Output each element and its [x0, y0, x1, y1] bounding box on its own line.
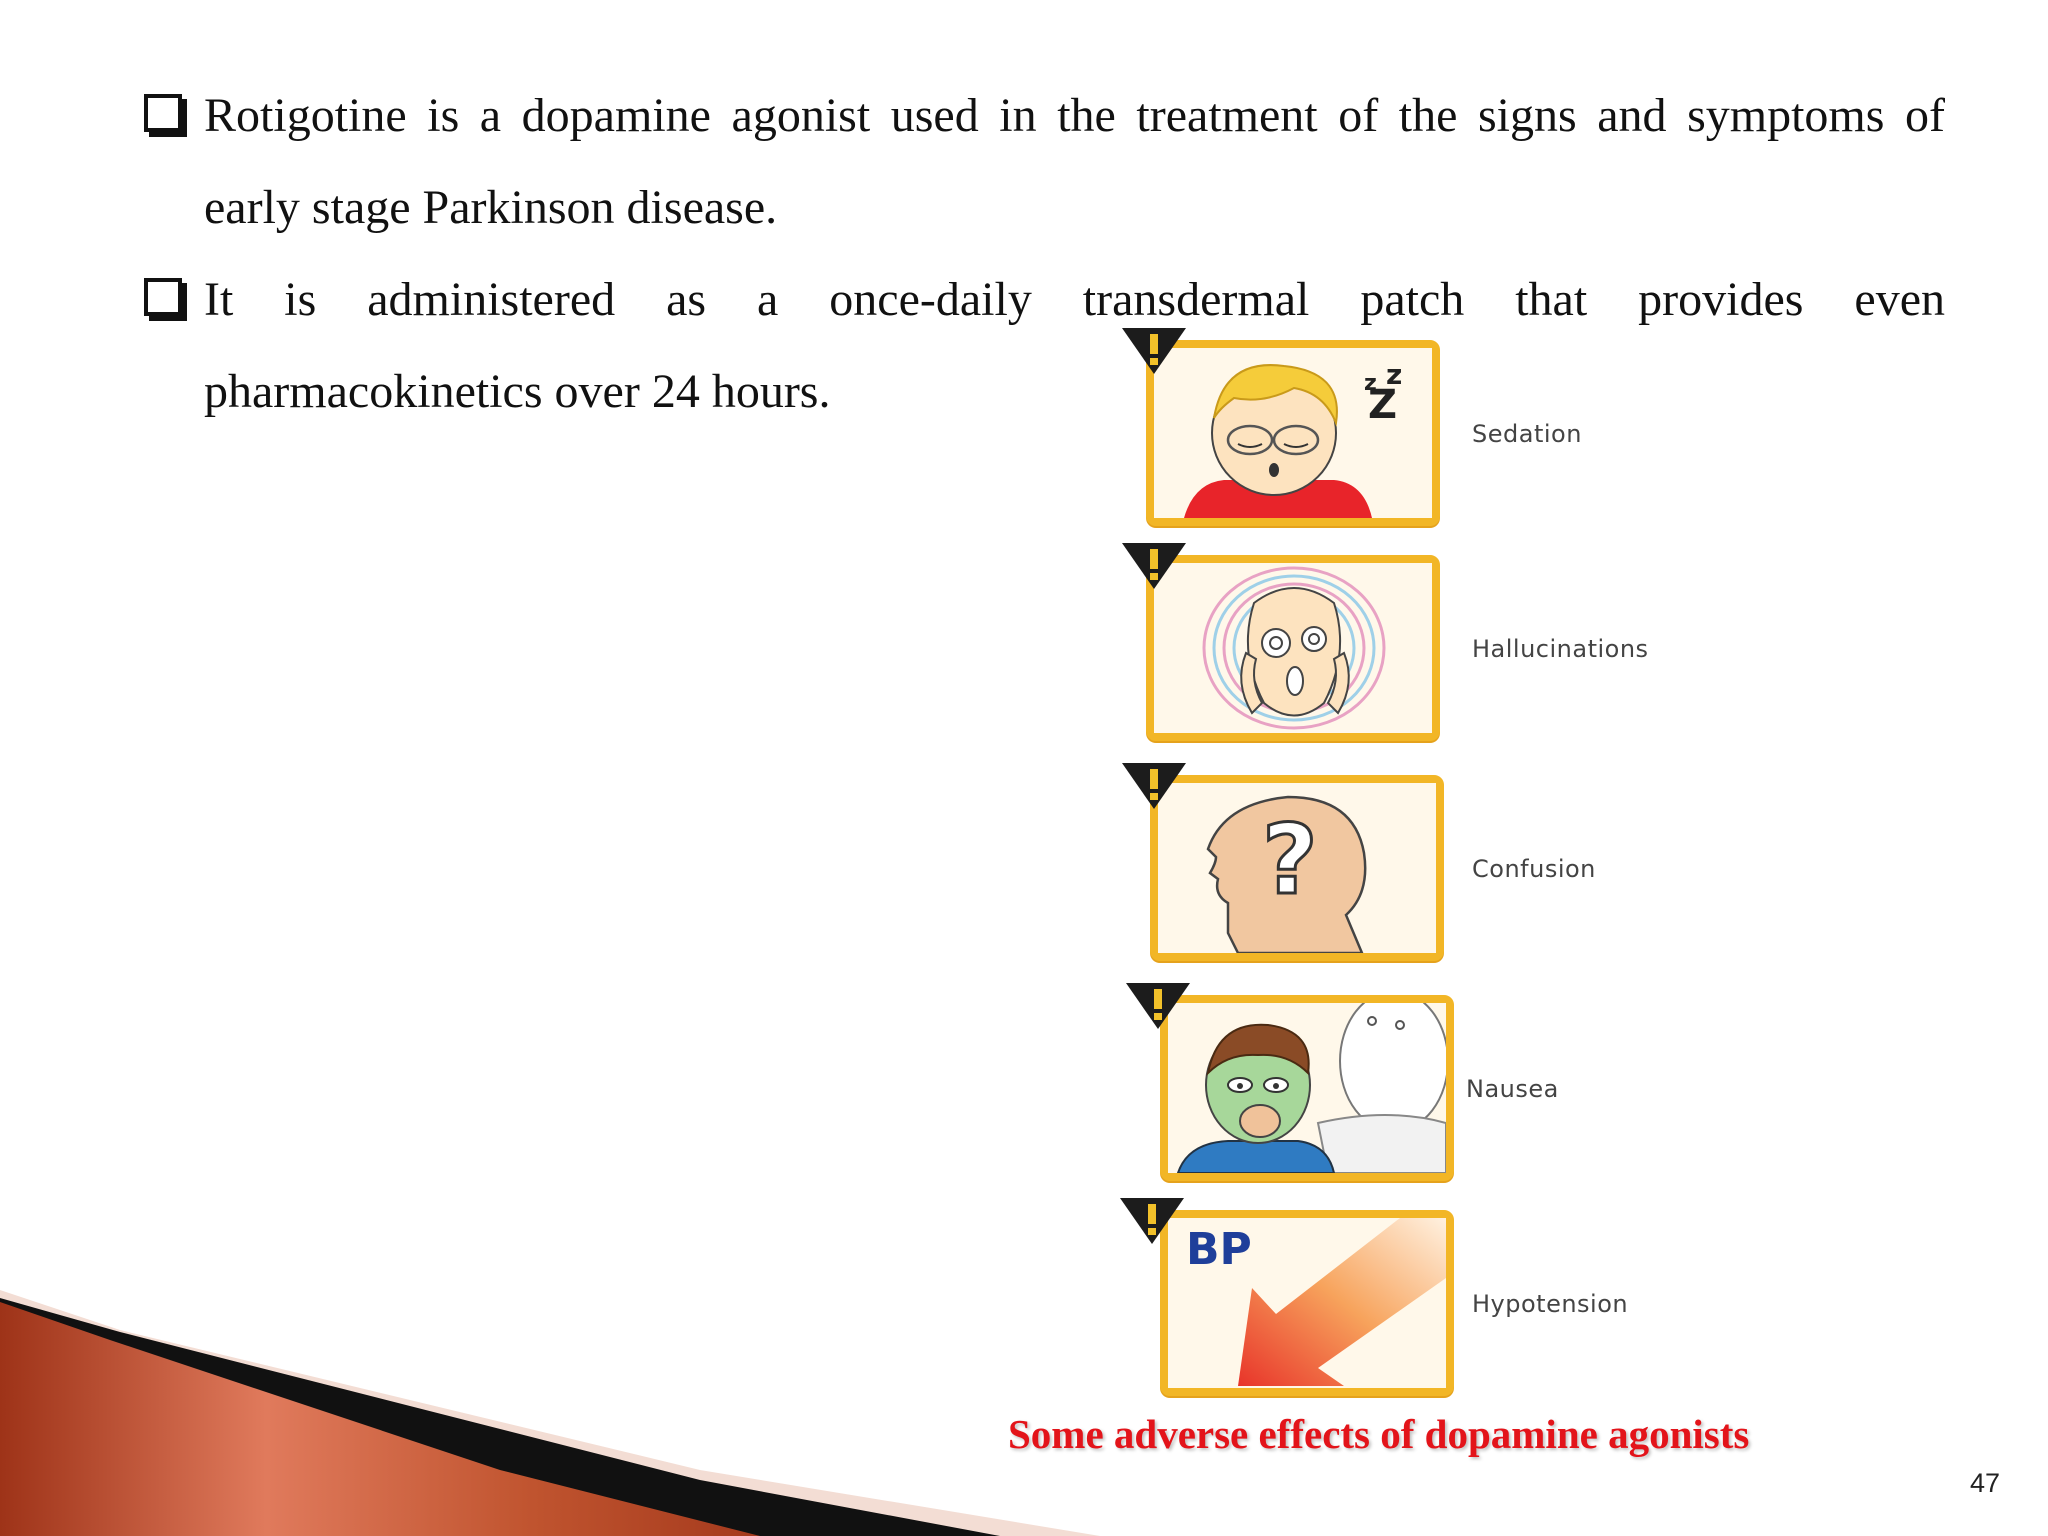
effect-card	[1160, 990, 1454, 1181]
warning-icon	[1122, 543, 1186, 589]
decorative-swoosh	[0, 1290, 1100, 1536]
effect-card: BP	[1160, 1210, 1454, 1396]
bullet-item: It is administered as a once-daily trans…	[140, 254, 1945, 438]
bp-down-arrow-icon: BP	[1168, 1218, 1446, 1388]
question-head-icon: ?	[1158, 783, 1436, 955]
bullet-item: Rotigotine is a dopamine agonist used in…	[140, 70, 1945, 254]
effect-label: Confusion	[1472, 855, 1596, 883]
effect-card: z z Z	[1146, 340, 1440, 526]
effect-item-hallucinations: Hallucinations	[1120, 543, 1760, 755]
svg-text:?: ?	[1262, 804, 1318, 916]
warning-icon	[1122, 328, 1186, 374]
warning-icon	[1126, 983, 1190, 1029]
checkbox-bullet-icon	[144, 278, 182, 316]
effect-item-sedation: z z Z Sedation	[1120, 328, 1760, 540]
effect-card	[1146, 555, 1440, 741]
figure-caption: Some adverse effects of dopamine agonist…	[1008, 1411, 1750, 1457]
effect-label: Hallucinations	[1472, 635, 1649, 663]
effect-label: Nausea	[1466, 1075, 1559, 1103]
hallucination-face-icon	[1154, 563, 1432, 733]
effect-item-confusion: ? Confusion	[1120, 763, 1760, 975]
bullet-line: early stage Parkinson disease.	[204, 181, 778, 234]
warning-icon	[1120, 1198, 1184, 1244]
effect-item-hypotension: BP Hypotension	[1120, 1198, 1760, 1410]
bullet-line: Rotigotine is a dopamine agonist used in…	[204, 89, 1945, 142]
warning-icon	[1122, 763, 1186, 809]
svg-text:z: z	[1364, 371, 1377, 396]
page-number: 47	[1969, 1468, 2000, 1498]
effect-card: ?	[1150, 775, 1444, 961]
bullet-line: pharmacokinetics over 24 hours.	[204, 365, 831, 418]
bp-label: BP	[1186, 1224, 1252, 1275]
effect-label: Sedation	[1472, 420, 1582, 448]
sleeping-face-icon: z z Z	[1154, 348, 1432, 518]
bullet-list: Rotigotine is a dopamine agonist used in…	[140, 70, 1945, 438]
nausea-face-icon	[1168, 990, 1449, 1174]
svg-text:z: z	[1386, 358, 1402, 391]
effect-label: Hypotension	[1472, 1290, 1629, 1318]
bullet-line: It is administered as a once-daily trans…	[204, 273, 1945, 326]
effect-item-nausea: Nausea	[1120, 983, 1760, 1195]
checkbox-bullet-icon	[144, 94, 182, 132]
svg-text:Z: Z	[1368, 382, 1397, 428]
